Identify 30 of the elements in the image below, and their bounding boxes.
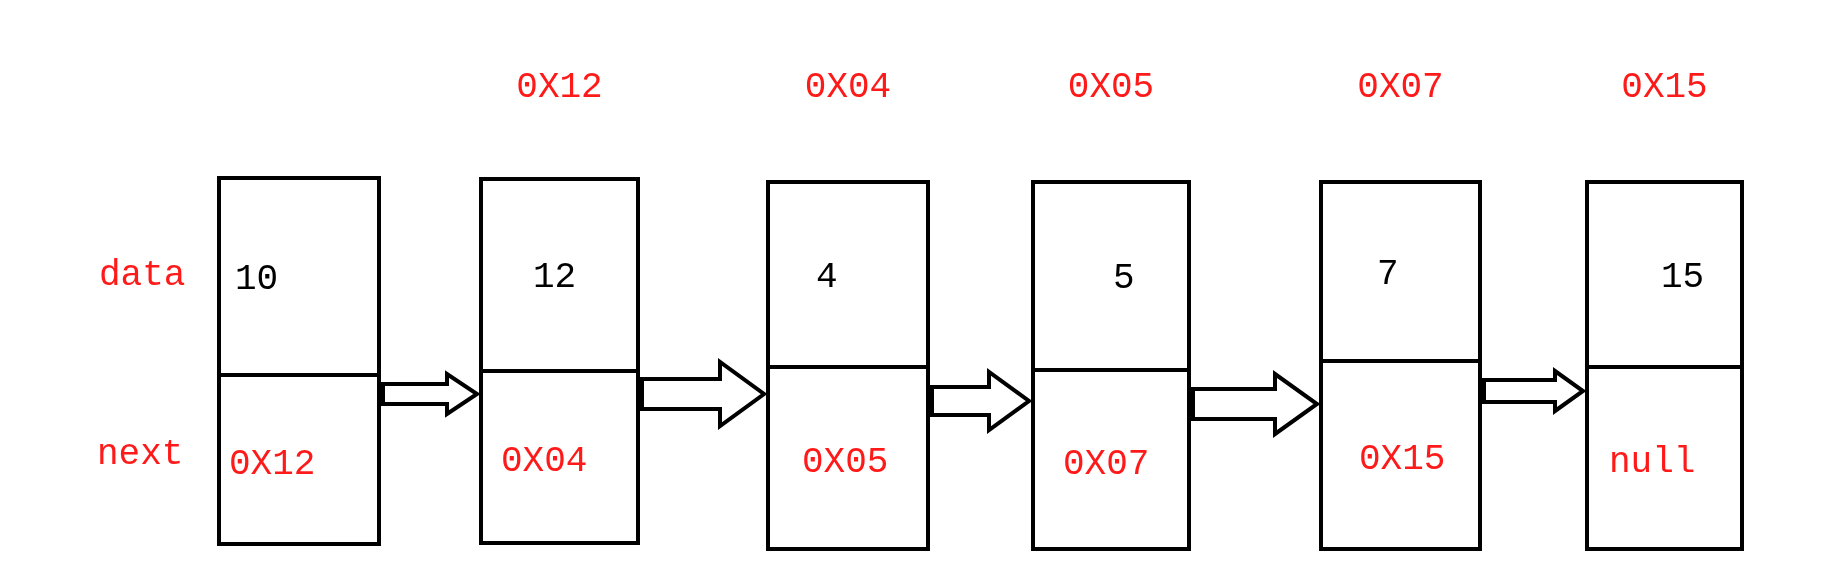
field-label: data xyxy=(99,258,186,294)
block-arrow xyxy=(1191,370,1321,438)
block-arrow xyxy=(640,358,768,430)
node-address: 0X07 xyxy=(1357,70,1444,106)
list-node-box xyxy=(766,180,930,551)
block-arrow xyxy=(930,368,1033,434)
field-label: next xyxy=(97,437,184,473)
next-address: 0X04 xyxy=(501,444,588,480)
data-value: 15 xyxy=(1661,259,1705,296)
node-address: 0X04 xyxy=(804,70,892,106)
next-address: null xyxy=(1609,445,1696,481)
next-address: 0X12 xyxy=(229,446,316,483)
data-value: 4 xyxy=(816,259,838,296)
list-node-box xyxy=(479,177,640,545)
next-address: 0X15 xyxy=(1359,442,1446,478)
list-node-box xyxy=(1319,180,1482,551)
data-value: 10 xyxy=(235,261,279,298)
node-address: 0X05 xyxy=(1067,70,1155,106)
list-node-box xyxy=(1585,180,1744,551)
block-arrow xyxy=(381,370,481,418)
block-arrow xyxy=(1482,367,1587,415)
next-address: 0X07 xyxy=(1063,446,1150,483)
list-node-box xyxy=(1031,180,1191,551)
list-node-box xyxy=(217,176,381,546)
data-value: 5 xyxy=(1113,261,1135,297)
data-value: 7 xyxy=(1377,256,1399,293)
next-address: 0X05 xyxy=(802,445,889,481)
node-address: 0X15 xyxy=(1621,70,1708,106)
data-value: 12 xyxy=(533,260,577,296)
node-address: 0X12 xyxy=(516,70,603,106)
